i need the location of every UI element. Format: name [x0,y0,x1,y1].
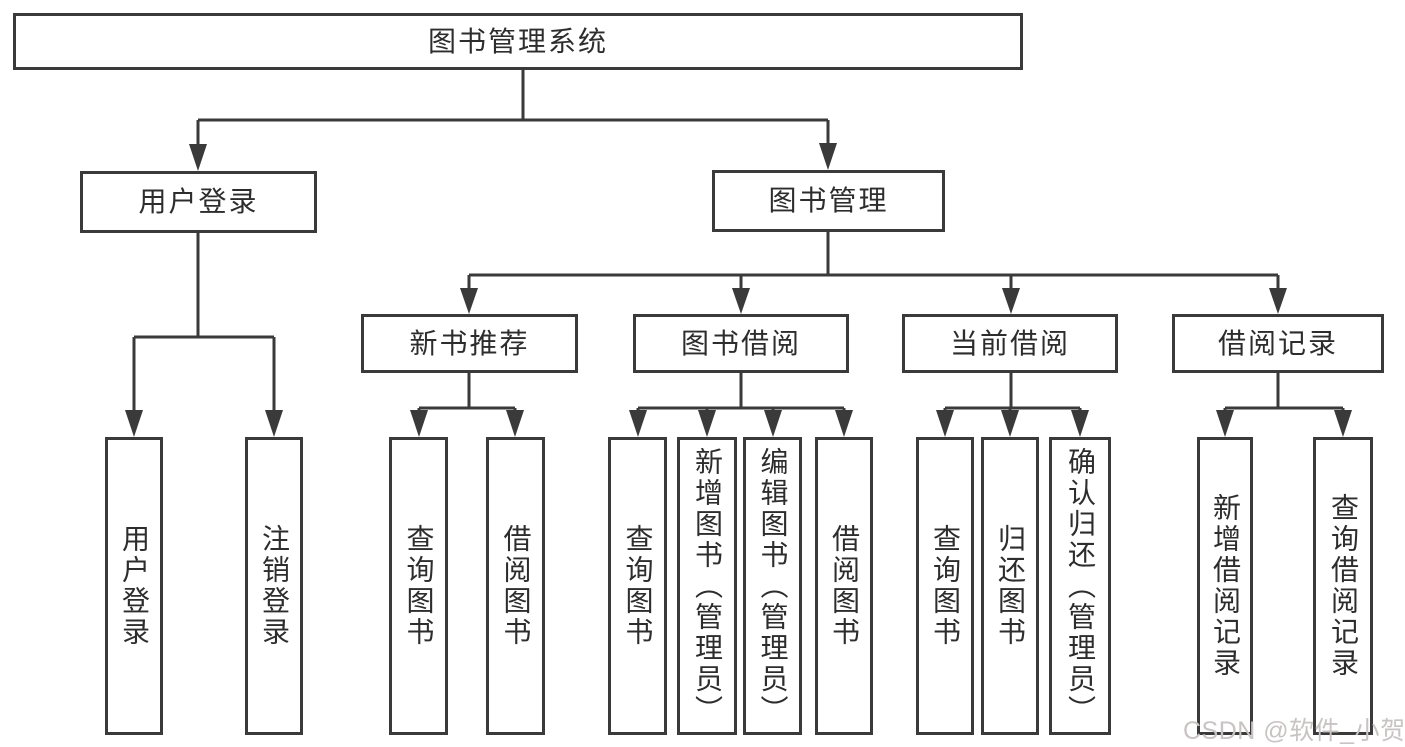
node-label: 图书管理系统 [427,25,608,57]
node-label: 用户登录 [119,524,150,648]
node-label: 新增图书（管理员） [692,446,723,726]
node-label: 借阅图书 [500,524,532,648]
leaf-user-login: 用户登录 [105,437,163,735]
leaf-borrow-borrow-books: 借阅图书 [815,437,873,735]
node-label: 编辑图书（管理员） [757,446,789,726]
node-label: 借阅图书 [829,524,860,648]
node-label: 确认归还（管理员） [1065,446,1096,726]
node-label: 查询图书 [622,524,654,648]
leaf-recommend-borrow-books: 借阅图书 [486,437,545,735]
leaf-borrow-add-books-admin: 新增图书（管理员） [677,437,737,735]
leaf-current-confirm-return-admin: 确认归还（管理员） [1049,437,1111,735]
node-label: 图书借阅 [680,327,801,359]
leaf-current-return-books: 归还图书 [981,437,1039,735]
node-label: 查询借阅记录 [1328,493,1359,679]
leaf-current-query-books: 查询图书 [916,437,974,735]
leaf-records-add-record: 新增借阅记录 [1197,437,1253,735]
node-book-borrowing: 图书借阅 [633,314,849,373]
arrowheads [125,143,1352,437]
node-label: 当前借阅 [949,327,1070,359]
node-label: 查询图书 [403,524,435,648]
node-label: 借阅记录 [1217,327,1338,359]
node-book-management-branch: 图书管理 [712,170,945,232]
node-label: 新书推荐 [409,327,530,359]
leaf-records-query-record: 查询借阅记录 [1313,437,1373,735]
leaf-borrow-query-books: 查询图书 [608,437,667,735]
node-new-book-recommendation: 新书推荐 [361,314,578,373]
node-user-login-branch: 用户登录 [80,171,317,233]
node-label: 查询图书 [930,524,961,648]
node-label: 新增借阅记录 [1210,493,1241,679]
node-label: 用户登录 [138,186,259,217]
leaf-recommend-query-books: 查询图书 [389,437,448,735]
csdn-watermark: CSDN @软件_小贺同学 [1183,717,1405,745]
node-label: 注销登录 [259,524,290,648]
node-label: 图书管理 [768,185,889,216]
node-library-system: 图书管理系统 [13,13,1023,70]
leaf-borrow-edit-books-admin: 编辑图书（管理员） [743,437,802,735]
node-current-borrowing: 当前借阅 [902,314,1118,373]
node-borrowing-records: 借阅记录 [1172,314,1384,373]
node-label: 归还图书 [995,524,1026,648]
leaf-logout: 注销登录 [245,437,303,735]
